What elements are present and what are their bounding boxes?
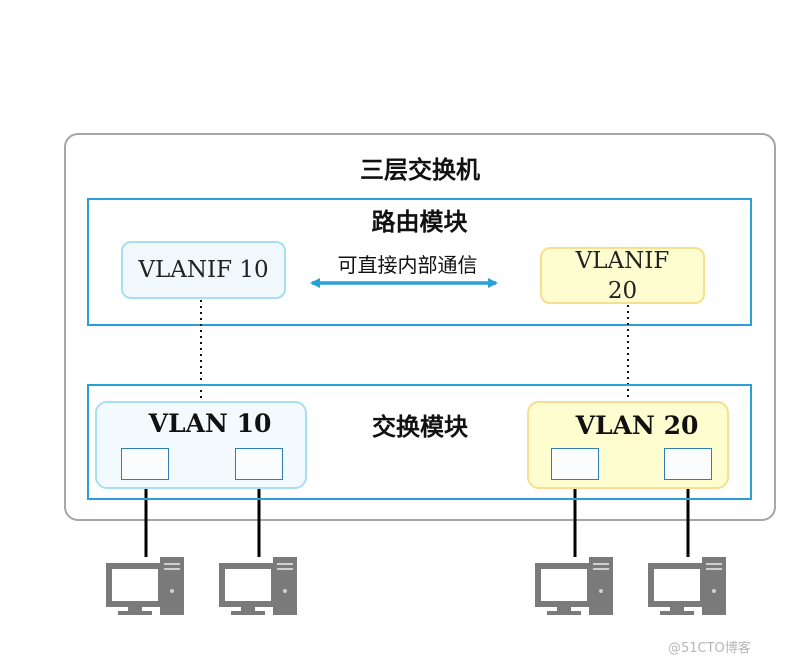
vlanif-20-label: VLANIF 20 xyxy=(575,247,670,304)
port-4 xyxy=(664,448,712,480)
watermark: @51CTO博客 xyxy=(668,641,751,656)
vlan-10-label: VLAN 10 xyxy=(148,409,272,438)
vlanif-10-box: VLANIF 10 xyxy=(121,241,286,299)
vlan-20-label: VLAN 20 xyxy=(575,411,699,440)
switching-module-title: 交换模块 xyxy=(372,413,468,441)
port-2 xyxy=(235,448,283,480)
layer3-switch-box xyxy=(64,133,776,521)
internal-communication-label: 可直接内部通信 xyxy=(337,253,478,277)
vlanif-20-box: VLANIF 20 xyxy=(540,247,705,304)
computer-icon xyxy=(648,557,726,615)
vlanif-10-label: VLANIF 10 xyxy=(138,257,269,283)
computer-icon xyxy=(535,557,613,615)
routing-module-title: 路由模块 xyxy=(371,208,468,236)
computer-icon xyxy=(106,557,184,615)
port-1 xyxy=(121,448,169,480)
routing-module xyxy=(87,198,752,326)
port-3 xyxy=(551,448,599,480)
switch-title: 三层交换机 xyxy=(360,156,480,184)
switching-module xyxy=(87,384,752,500)
computer-icon xyxy=(219,557,297,615)
